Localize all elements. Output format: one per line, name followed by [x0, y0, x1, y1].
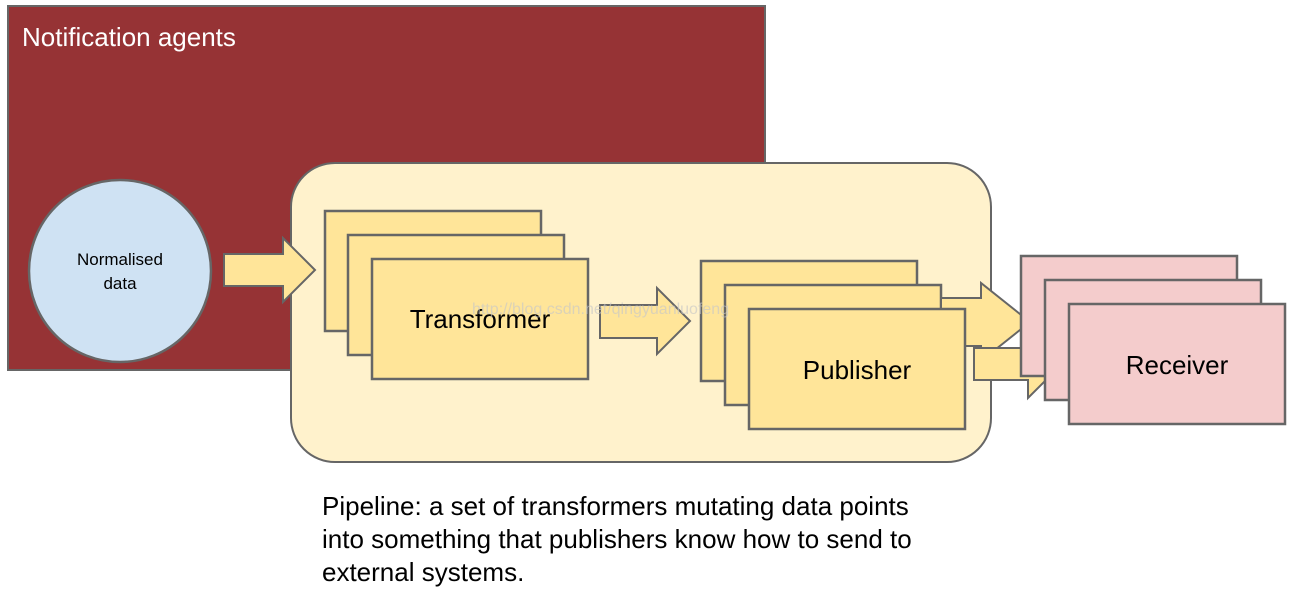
publisher-box-front: [747, 307, 967, 431]
caption-line-3: external systems.: [322, 557, 525, 587]
transformer-box-front: [370, 257, 590, 381]
arrow-transformer-to-publisher: [599, 285, 692, 357]
normalised-data-circle: [27, 178, 213, 364]
notification-agents-title: Notification agents: [22, 22, 236, 52]
caption-line-1: Pipeline: a set of transformers mutating…: [322, 491, 909, 521]
arrow-data-to-transformer: [223, 235, 317, 305]
publisher-label: Publisher: [803, 355, 912, 385]
caption-line-2: into something that publishers know how …: [322, 524, 912, 554]
pipeline-caption: Pipeline: a set of transformers mutating…: [322, 490, 1082, 589]
watermark-text: http://blog.csdn.net/qingyuanluofeng: [472, 301, 729, 318]
normalised-data-label-line2: data: [103, 274, 137, 293]
transformer-label: Transformer: [410, 304, 551, 334]
receiver-box-front: [1067, 302, 1287, 426]
receiver-label: Receiver: [1126, 350, 1229, 380]
normalised-data-label-line1: Normalised: [77, 250, 163, 269]
